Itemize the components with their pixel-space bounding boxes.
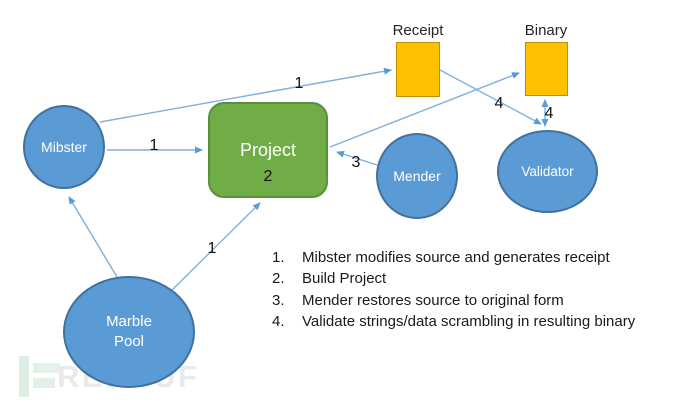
- arrow-receipt-to-validator: [439, 69, 542, 125]
- receipt-title: Receipt: [392, 22, 444, 39]
- edge-label-1-project: 1: [149, 137, 159, 154]
- node-receipt[interactable]: [396, 42, 440, 97]
- edge-label-1-receipt: 1: [294, 75, 304, 92]
- node-project-step-number: 2: [263, 168, 273, 185]
- step-item: 4. Validate strings/data scrambling in r…: [272, 311, 635, 332]
- node-mender[interactable]: Mender: [376, 133, 458, 219]
- step-text: Validate strings/data scrambling in resu…: [302, 312, 636, 330]
- arrow-project-to-binary: [329, 72, 520, 148]
- step-number: 2.: [272, 270, 285, 288]
- freebuf-logo-bottom-bar: [33, 378, 55, 388]
- node-validator[interactable]: Validator: [497, 130, 598, 213]
- node-project[interactable]: Project 2: [208, 102, 328, 198]
- arrow-mibster-to-receipt: [99, 67, 392, 123]
- node-mibster[interactable]: Mibster: [23, 105, 105, 189]
- node-project-label: Project: [239, 140, 297, 160]
- node-marble-pool-label: Marble Pool: [106, 313, 152, 350]
- arrow-marblepool-to-mibster: [68, 196, 118, 278]
- arrow-mender-to-project: [336, 150, 378, 166]
- step-item: 1. Mibster modifies source and generates…: [272, 247, 635, 268]
- node-mibster-label: Mibster: [41, 139, 87, 155]
- step-text: Mibster modifies source and generates re…: [302, 249, 610, 266]
- binary-title: Binary: [524, 22, 568, 39]
- arrow-marblepool-to-project: [170, 202, 261, 292]
- edge-label-3-mender: 3: [351, 154, 361, 171]
- edge-label-4-receipt-validator: 4: [494, 95, 504, 112]
- step-text: Mender restores source to original form: [302, 291, 564, 309]
- freebuf-logo-vertical-bar: [19, 356, 29, 397]
- node-binary[interactable]: [525, 42, 568, 96]
- freebuf-logo-top-bar: [33, 363, 60, 373]
- step-number: 3.: [272, 291, 285, 309]
- step-number: 1.: [272, 249, 285, 266]
- step-number: 4.: [272, 312, 285, 330]
- node-validator-label: Validator: [521, 164, 574, 179]
- node-mender-label: Mender: [393, 168, 441, 184]
- node-marble-pool[interactable]: Marble Pool: [63, 276, 195, 388]
- steps-list: 1. Mibster modifies source and generates…: [272, 247, 635, 332]
- step-text: Build Project: [302, 270, 387, 288]
- edge-label-4-binary-validator: 4: [544, 105, 554, 122]
- step-item: 3. Mender restores source to original fo…: [272, 290, 635, 311]
- edge-label-1-marblepool: 1: [207, 240, 217, 257]
- step-item: 2. Build Project: [272, 268, 635, 289]
